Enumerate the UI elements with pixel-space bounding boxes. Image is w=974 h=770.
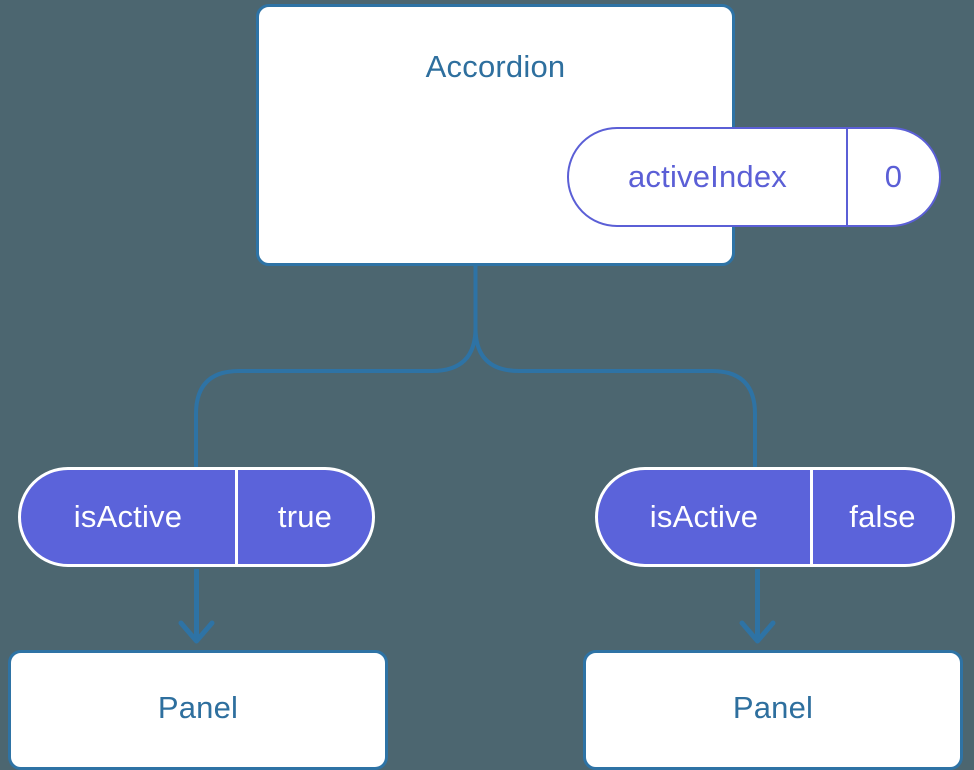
panel-component-card-left[interactable]: Panel bbox=[8, 650, 388, 770]
prop-pill-is-active-true[interactable]: isActive true bbox=[18, 467, 375, 567]
prop-pill-value: false bbox=[810, 470, 952, 564]
accordion-card-title: Accordion bbox=[425, 49, 566, 84]
panel-card-title: Panel bbox=[732, 690, 814, 725]
state-pill-active-index[interactable]: activeIndex 0 bbox=[567, 127, 941, 227]
arrow-down-icon-right bbox=[739, 569, 776, 644]
panel-card-title: Panel bbox=[157, 690, 239, 725]
connector-trunk-split bbox=[194, 262, 478, 468]
prop-pill-value: true bbox=[235, 470, 372, 564]
connector-trunk-split-right bbox=[473, 262, 757, 468]
prop-pill-is-active-false[interactable]: isActive false bbox=[595, 467, 955, 567]
prop-pill-key: isActive bbox=[649, 499, 759, 534]
prop-pill-key: isActive bbox=[73, 499, 183, 534]
state-pill-value: 0 bbox=[846, 129, 939, 225]
panel-component-card-right[interactable]: Panel bbox=[583, 650, 963, 770]
arrow-down-icon-left bbox=[178, 569, 215, 644]
accordion-component-card[interactable]: Accordion activeIndex 0 bbox=[256, 4, 941, 266]
state-pill-key: activeIndex bbox=[627, 159, 788, 194]
